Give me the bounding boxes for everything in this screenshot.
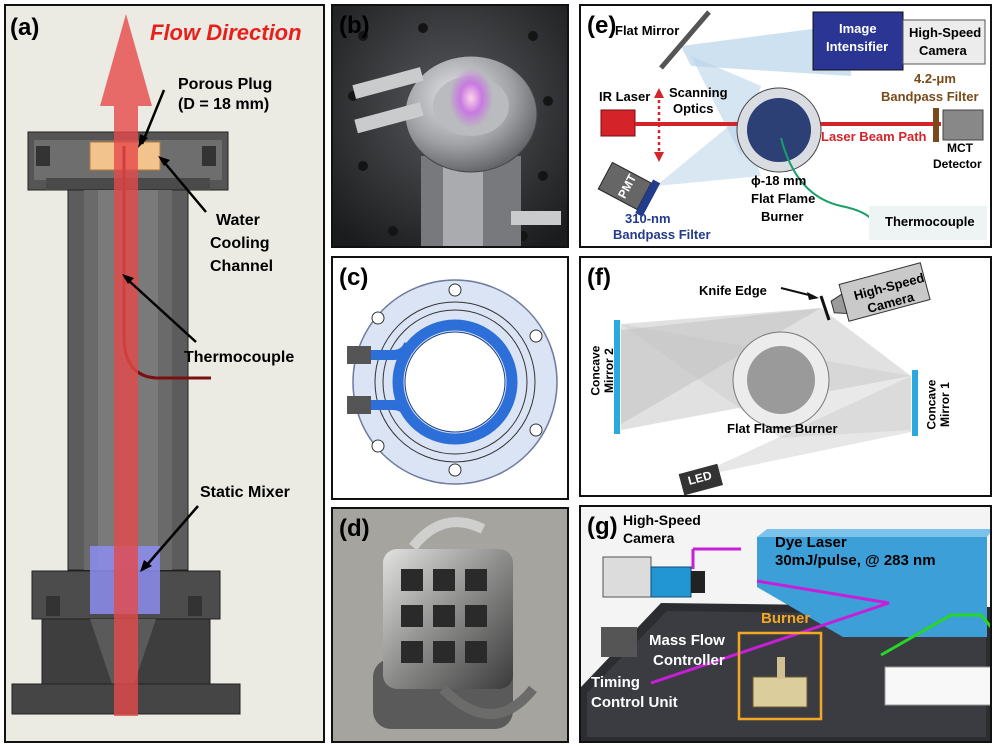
thermocouple-label: Thermocouple [184, 349, 295, 366]
image-intensifier-label-2: Intensifier [826, 39, 889, 54]
hs-camera-e-label-1: High-Speed [909, 25, 982, 40]
scanning-optics-label-2: Optics [673, 101, 714, 116]
hs-camera-g-label-1: High-Speed [623, 512, 701, 528]
porous-plug-dimension: (D = 18 mm) [178, 96, 270, 113]
flow-direction-label: Flow Direction [150, 20, 302, 45]
concave-mirror-2-label-2: Mirror 2 [601, 348, 616, 393]
led-box [678, 463, 723, 495]
water-cooling-label-1: Water [216, 212, 260, 229]
bandpass-42-label-2: Bandpass Filter [881, 89, 979, 104]
schlieren-setup [614, 262, 931, 495]
scanning-optics-label-1: Scanning [669, 85, 728, 100]
burner-e-label-2: Flat Flame [751, 191, 816, 206]
high-speed-camera-box [902, 19, 986, 65]
bandpass-310-label-1: 310-nm [625, 211, 671, 226]
panel-e-label: (e) [587, 12, 617, 39]
panel-a: (a) Flow Direction Porous Plug (D = 18 m… [4, 4, 325, 743]
mct-label-1: MCT [947, 141, 973, 155]
flow-arrow [100, 14, 152, 716]
porous-plug-label: Porous Plug [178, 76, 273, 93]
panel-f: (f) Knife Edge High-Speed Camera Concave… [579, 256, 992, 497]
burner-photo [333, 6, 567, 246]
mass-flow-label-1: Mass Flow [649, 632, 725, 649]
mass-flow-label-2: Controller [653, 652, 725, 669]
static-mixer-photo [333, 509, 567, 741]
water-cooling-label-3: Channel [210, 258, 274, 275]
dye-laser-label-1: Dye Laser [775, 534, 847, 551]
concave-mirror-2-label-1: Concave [588, 345, 603, 396]
ir-laser-label: IR Laser [599, 89, 651, 104]
image-intensifier-label-1: Image [839, 21, 877, 36]
panel-d: (d) [331, 507, 569, 743]
plif-setup [581, 529, 990, 741]
panel-f-label: (f) [587, 264, 611, 291]
ir-laser-box [600, 109, 636, 137]
timing-label-1: Timing [591, 674, 640, 691]
panel-g: (g) High-Speed Camera Dye Laser 30mJ/pul… [579, 505, 992, 743]
flat-mirror-label: Flat Mirror [615, 23, 680, 38]
panel-b: (b) [331, 4, 569, 248]
flat-flame-burner-f-label: Flat Flame Burner [727, 421, 838, 436]
burner-box [737, 631, 823, 721]
burner-e-label-1: ϕ-18 mm [751, 173, 807, 188]
thermocouple-e-label: Thermocouple [885, 214, 975, 229]
panel-b-label: (b) [339, 12, 370, 39]
bandpass-filter-42 [933, 108, 939, 142]
panel-a-label: (a) [10, 14, 40, 41]
bandpass-310-label-2: Bandpass Filter [613, 227, 711, 242]
burner-e-label-3: Burner [761, 209, 804, 224]
knife-edge [819, 295, 831, 321]
hs-camera-g-label-2: Camera [623, 530, 675, 546]
burner-g-label: Burner [761, 610, 811, 627]
pmt-box [597, 161, 661, 217]
cooling-channel-drawing [347, 279, 558, 485]
burner-cross-section-drawing [11, 14, 241, 716]
concave-mirror-1-label-1: Concave [924, 379, 939, 430]
hs-camera-f-box [830, 262, 931, 322]
panel-e: (e) Flat Mirror Image Intensifier High-S… [579, 4, 992, 248]
mct-label-2: Detector [933, 157, 982, 171]
concave-mirror-1-label-2: Mirror 1 [937, 382, 952, 427]
dye-laser-label-2: 30mJ/pulse, @ 283 nm [775, 552, 936, 569]
panel-d-label: (d) [339, 515, 370, 542]
water-cooling-label-2: Cooling [210, 235, 270, 252]
panel-g-label: (g) [587, 513, 618, 540]
bandpass-42-label-1: 4.2-μm [914, 71, 956, 86]
panel-c: (c) [331, 256, 569, 500]
hs-camera-e-label-2: Camera [919, 43, 967, 58]
panel-c-label: (c) [339, 264, 369, 291]
mct-detector-box [942, 109, 984, 141]
static-mixer-label: Static Mixer [200, 484, 290, 501]
thermocouple-box [869, 206, 987, 240]
laser-beam-path-label: Laser Beam Path [821, 129, 927, 144]
laser-absorption-setup [597, 10, 987, 240]
knife-edge-label: Knife Edge [699, 283, 767, 298]
timing-label-2: Control Unit [591, 694, 678, 711]
dye-laser-box [757, 537, 987, 637]
